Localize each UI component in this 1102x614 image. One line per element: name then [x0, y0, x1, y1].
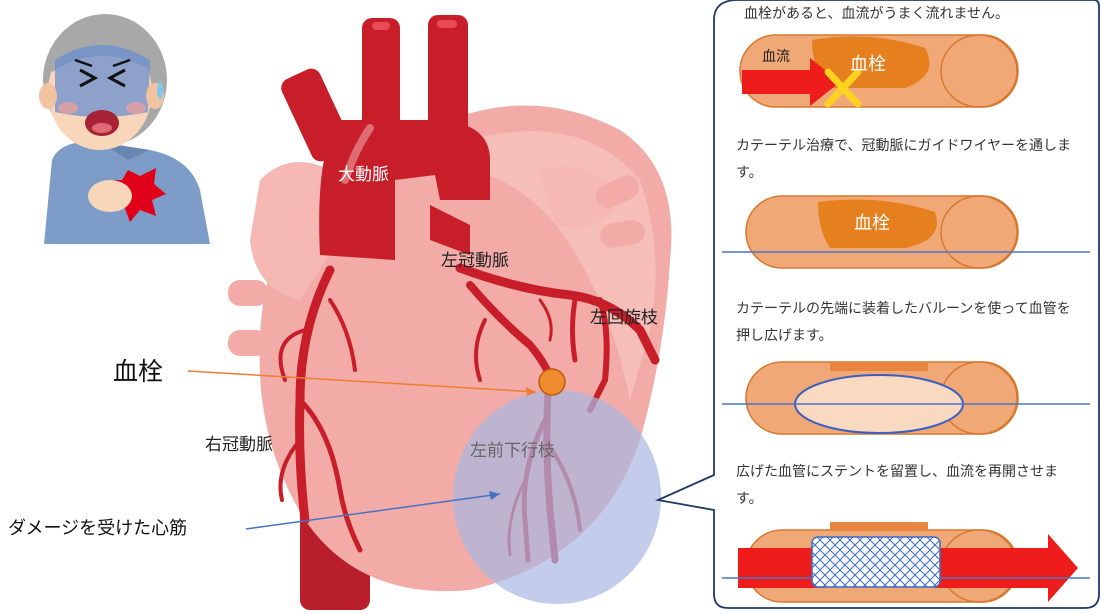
step-1-text: 血栓があると、血流がうまく流れません。: [744, 1, 1089, 28]
step-4-text: 広げた血管にステントを留置し、血流を再開させます。: [736, 459, 1081, 513]
aorta-label: 大動脈: [338, 160, 389, 185]
damage-zone: [453, 390, 661, 604]
thrombus-label: 血栓: [113, 352, 163, 388]
circumflex-label: 左回旋枝: [590, 303, 658, 328]
clot-label-2: 血栓: [854, 209, 890, 235]
clot-label-1: 血栓: [850, 50, 886, 76]
flow-label: 血流: [762, 46, 790, 66]
damaged-muscle-label: ダメージを受けた心筋: [8, 514, 187, 540]
step-2-text: カテーテル治療で、冠動脈にガイドワイヤーを通します。: [736, 133, 1081, 187]
step-3-text: カテーテルの先端に装着したバルーンを使って血管を押し広げます。: [736, 296, 1081, 350]
left-coronary-label: 左冠動脈: [441, 246, 509, 271]
person-illustration: [39, 14, 210, 244]
right-coronary-label: 右冠動脈: [205, 430, 273, 455]
stent-mesh: [812, 537, 940, 587]
lad-label: 左前下行枝: [470, 436, 555, 461]
thrombus-dot: [539, 369, 565, 395]
